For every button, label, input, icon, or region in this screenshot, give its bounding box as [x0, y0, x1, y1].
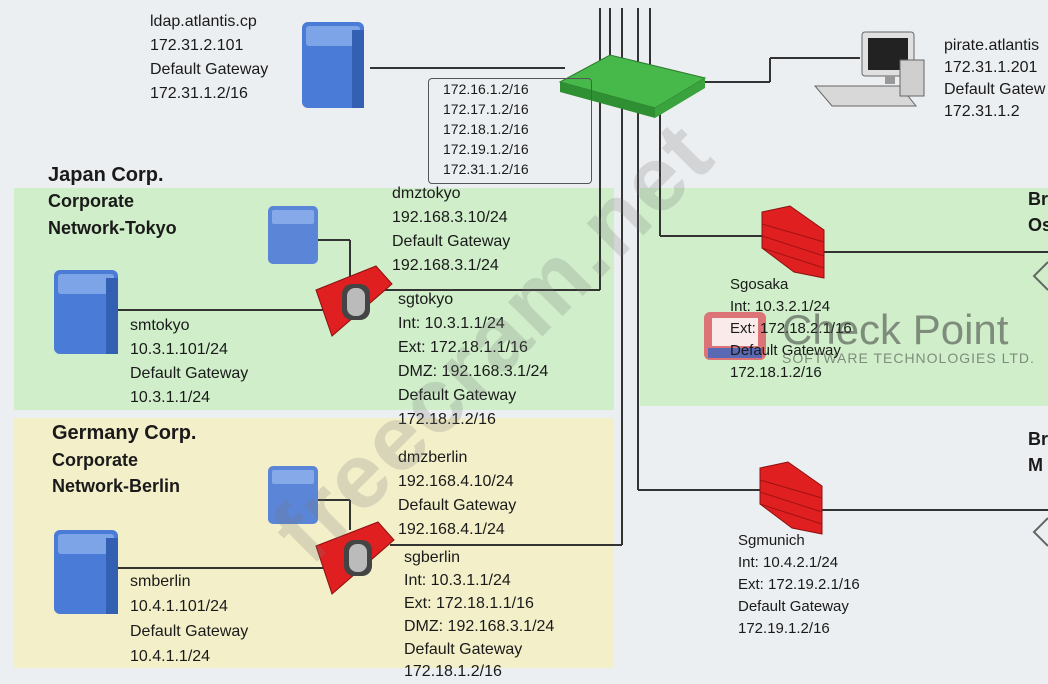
germany-title: Germany Corp. [52, 422, 197, 444]
smberlin-ip: 10.4.1.101/24 [130, 598, 228, 615]
switch-ip: 172.18.1.2/16 [443, 121, 529, 137]
ldap-gateway: 172.31.1.2/16 [150, 85, 248, 102]
ldap-server-icon [302, 22, 364, 108]
sgtokyo-name: sgtokyo [398, 291, 454, 308]
sgtokyo-firewall-icon [315, 265, 393, 337]
sgmunich-firewall-icon [759, 461, 823, 535]
pirate-name: pirate.atlantis [944, 37, 1040, 54]
branch-munich-label-1: Br [1028, 429, 1048, 449]
sgosaka-firewall-icon [761, 205, 825, 279]
branch-osaka-label-1: Br [1028, 189, 1048, 209]
japan-title: Japan Corp. [48, 164, 164, 186]
dmzberlin-server-icon [268, 466, 318, 524]
smtokyo-name: smtokyo [130, 317, 190, 334]
sgmunich-name: Sgmunich [738, 532, 805, 549]
germany-subtitle-1: Corporate [52, 450, 139, 470]
sgmunich-gateway: 172.19.1.2/16 [738, 620, 830, 637]
branch-osaka-label-2: Os [1028, 215, 1048, 235]
sgberlin-gateway: 172.18.1.2/16 [404, 663, 502, 680]
smberlin-gateway-label: Default Gateway [130, 623, 249, 640]
smberlin-server-icon [54, 530, 118, 614]
japan-subtitle-2: Network-Tokyo [48, 218, 177, 238]
dmztokyo-gateway: 192.168.3.1/24 [392, 257, 499, 274]
checkpoint-logo-text: Check Point [782, 306, 1009, 353]
dmztokyo-gateway-label: Default Gateway [392, 233, 511, 250]
sgtokyo-gateway: 172.18.1.2/16 [398, 411, 496, 428]
sgberlin-ext: Ext: 172.18.1.1/16 [404, 595, 534, 612]
sgtokyo-ext: Ext: 172.18.1.1/16 [398, 339, 528, 356]
smberlin-name: smberlin [130, 573, 191, 590]
switch-ip-list: 172.16.1.2/16 172.17.1.2/16 172.18.1.2/1… [428, 78, 592, 184]
pirate-workstation-icon [813, 31, 925, 107]
sgosaka-gateway-label: Default Gateway [730, 342, 841, 359]
smtokyo-server-icon [54, 270, 118, 354]
smberlin-gateway: 10.4.1.1/24 [130, 648, 211, 665]
sgtokyo-gateway-label: Default Gateway [398, 387, 517, 404]
sgberlin-name: sgberlin [404, 549, 461, 566]
dmztokyo-server-icon [268, 206, 318, 264]
sgmunich-gateway-label: Default Gateway [738, 598, 849, 615]
dmzberlin-gateway-label: Default Gateway [398, 497, 517, 514]
ldap-name: ldap.atlantis.cp [150, 13, 257, 30]
smtokyo-gateway: 10.3.1.1/24 [130, 389, 211, 406]
sgosaka-ext: Ext: 172.18.2.1/16 [730, 320, 852, 337]
japan-subtitle-1: Corporate [48, 191, 135, 211]
sgtokyo-int: Int: 10.3.1.1/24 [398, 315, 505, 332]
sgosaka-name: Sgosaka [730, 276, 789, 293]
core-switch-icon [558, 54, 707, 118]
switch-ip: 172.19.1.2/16 [443, 141, 529, 157]
smtokyo-gateway-label: Default Gateway [130, 365, 249, 382]
dmztokyo-ip: 192.168.3.10/24 [392, 209, 508, 226]
munich-branch-region [640, 418, 1048, 668]
sgtokyo-dmz: DMZ: 192.168.3.1/24 [398, 363, 549, 380]
dmztokyo-name: dmztokyo [392, 185, 461, 202]
dmzberlin-name: dmzberlin [398, 449, 468, 466]
ldap-ip: 172.31.2.101 [150, 37, 244, 54]
dmzberlin-gateway: 192.168.4.1/24 [398, 521, 505, 538]
sgmunich-ext: Ext: 172.19.2.1/16 [738, 576, 860, 593]
sgberlin-gateway-label: Default Gateway [404, 641, 523, 658]
sgosaka-gateway: 172.18.1.2/16 [730, 364, 822, 381]
osaka-branch-region [640, 188, 1048, 406]
switch-ip: 172.31.1.2/16 [443, 161, 529, 177]
sgosaka-int: Int: 10.3.2.1/24 [730, 298, 831, 315]
ldap-gateway-label: Default Gateway [150, 61, 269, 78]
switch-ip: 172.17.1.2/16 [443, 101, 529, 117]
sgberlin-dmz: DMZ: 192.168.3.1/24 [404, 618, 555, 635]
switch-ip: 172.16.1.2/16 [443, 81, 529, 97]
sgberlin-firewall-icon [315, 521, 395, 595]
checkpoint-tagline: SOFTWARE TECHNOLOGIES LTD. [782, 350, 1035, 366]
dmzberlin-ip: 192.168.4.10/24 [398, 473, 514, 490]
smtokyo-ip: 10.3.1.101/24 [130, 341, 228, 358]
pirate-gateway-label: Default Gatew [944, 81, 1046, 98]
germany-subtitle-2: Network-Berlin [52, 476, 181, 496]
branch-munich-label-2: M [1028, 455, 1043, 475]
pirate-gateway: 172.31.1.2 [944, 103, 1020, 120]
sgberlin-int: Int: 10.3.1.1/24 [404, 572, 511, 589]
pirate-ip: 172.31.1.201 [944, 59, 1038, 76]
checkpoint-logo-icon [704, 312, 766, 360]
sgmunich-int: Int: 10.4.2.1/24 [738, 554, 839, 571]
